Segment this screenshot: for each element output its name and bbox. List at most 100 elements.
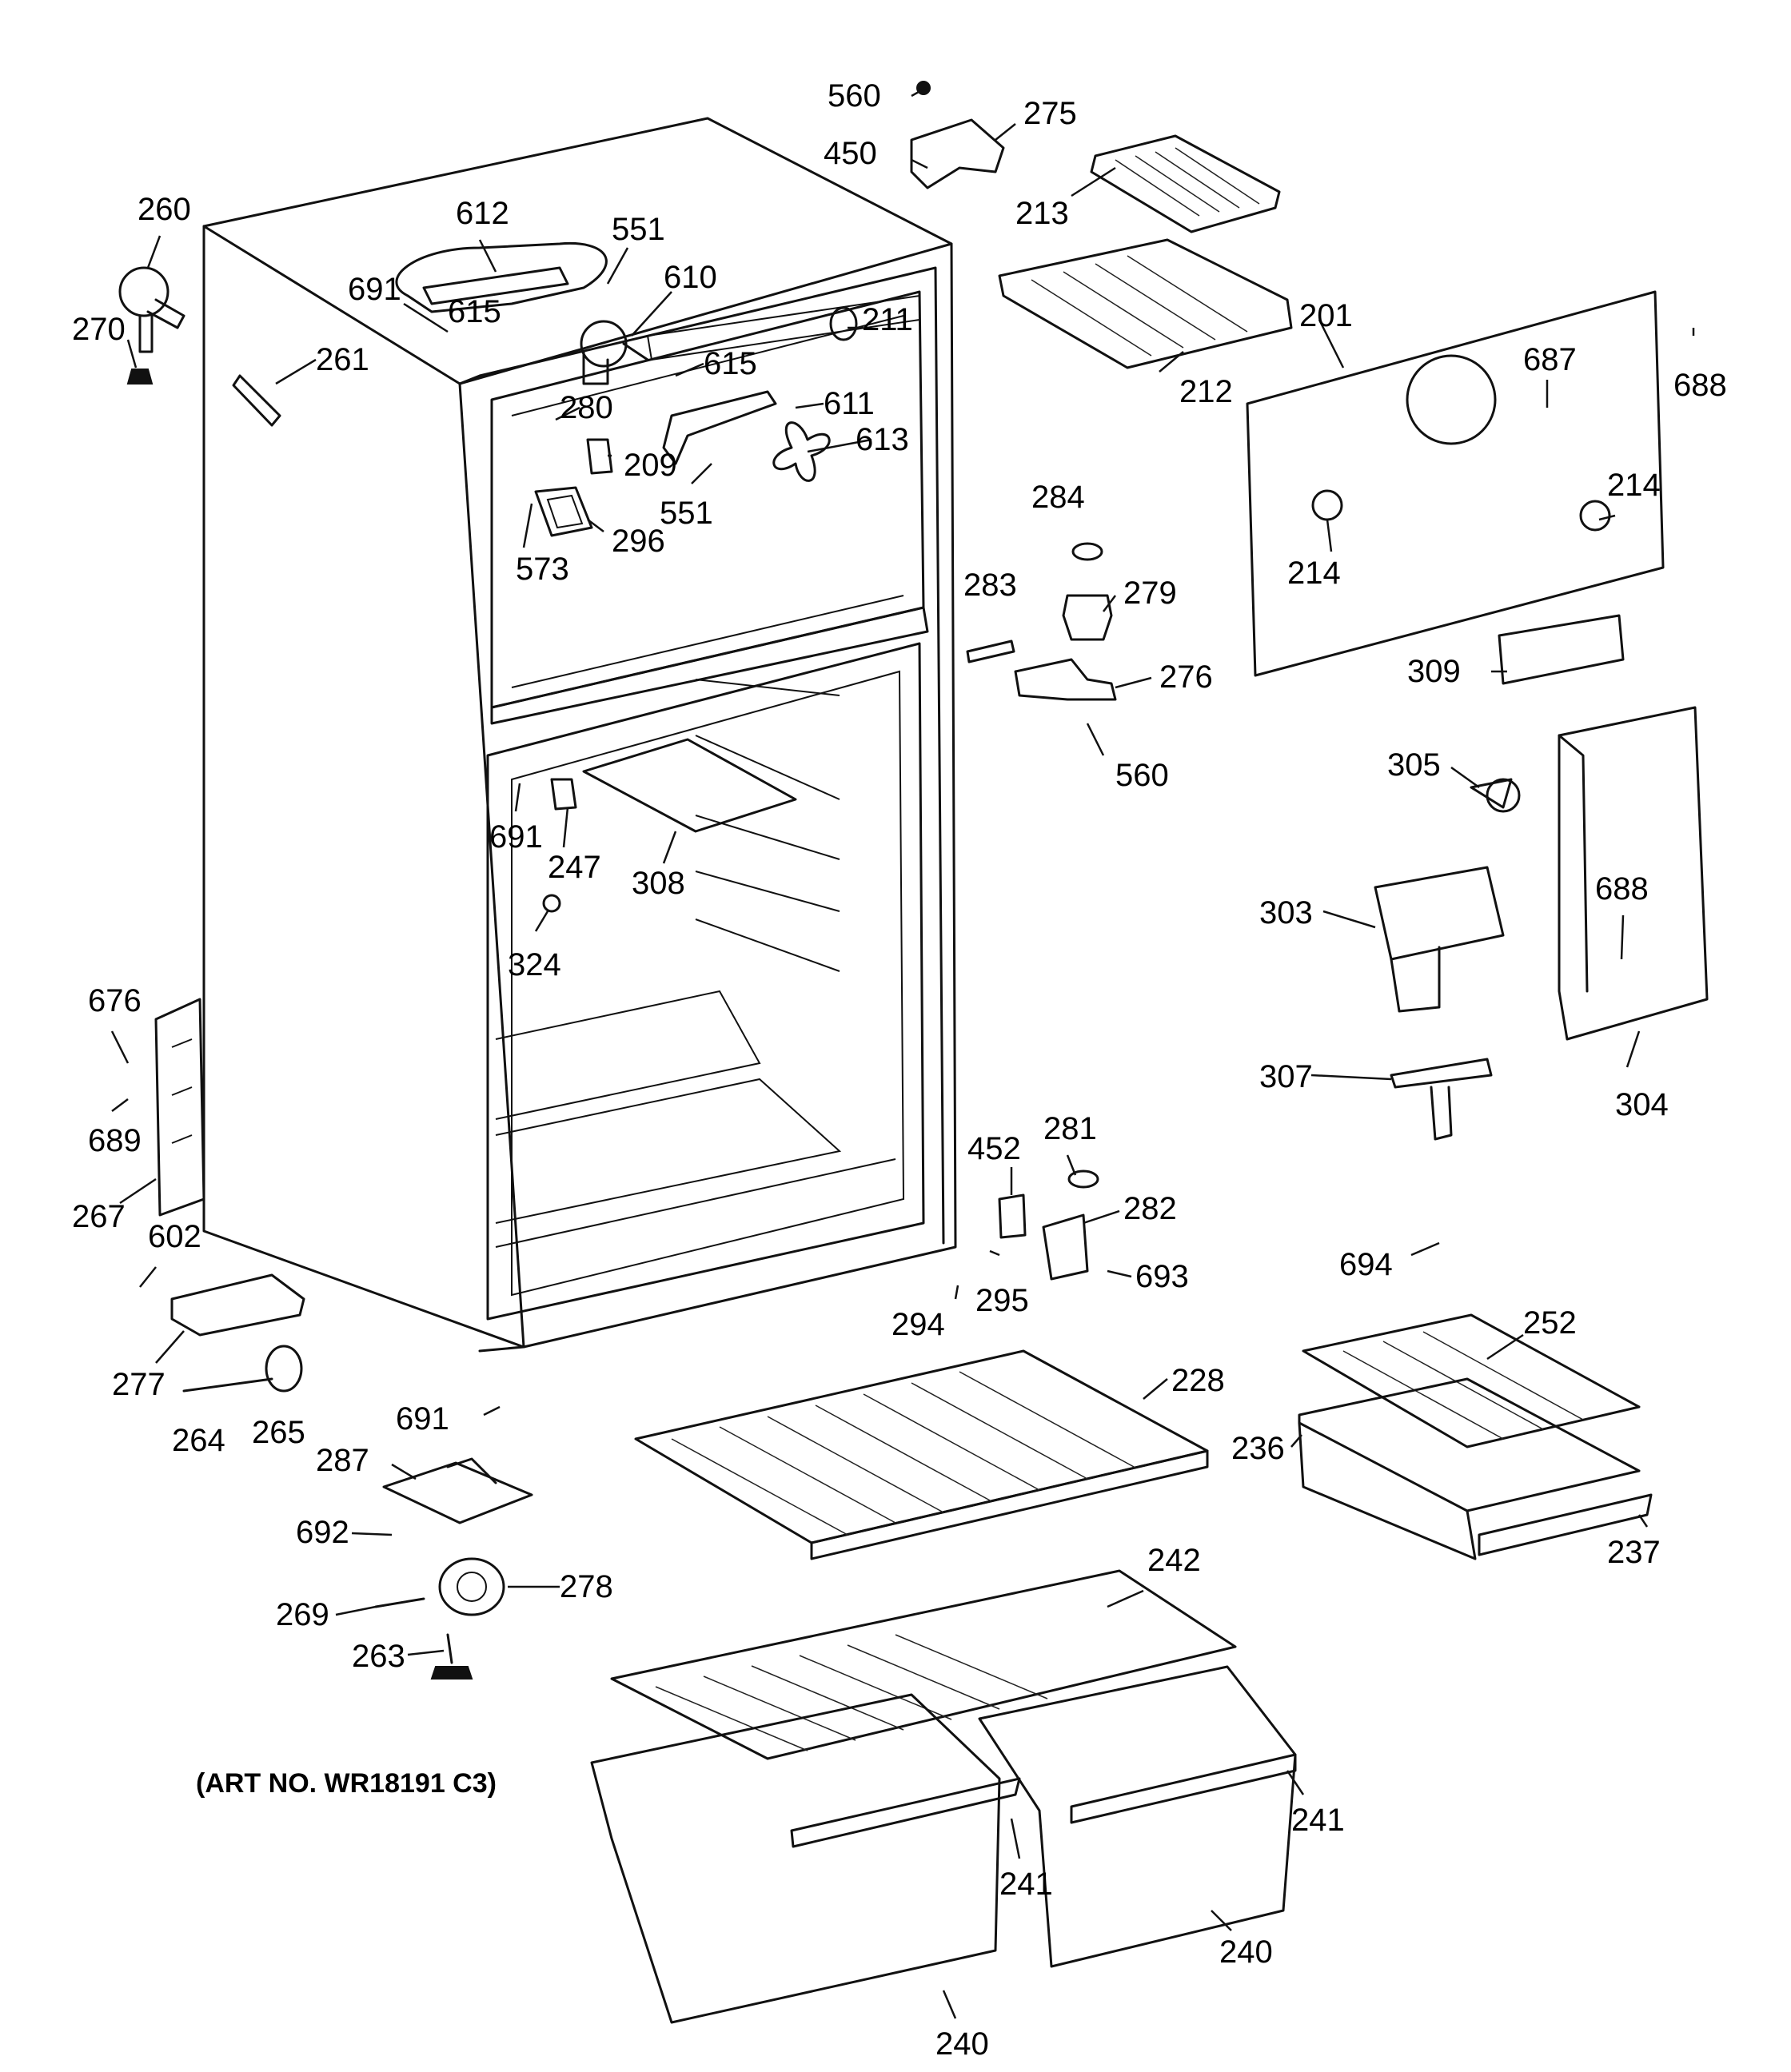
rail-237 xyxy=(1478,1493,1653,1556)
callout-688-top: 688 xyxy=(1673,368,1727,403)
callout-214-right: 214 xyxy=(1607,468,1661,503)
callout-688-mid: 688 xyxy=(1595,871,1649,906)
callout-613: 613 xyxy=(856,422,909,457)
callout-277: 277 xyxy=(112,1367,166,1402)
shelf-212 xyxy=(998,238,1293,369)
ice-tray-213 xyxy=(1090,134,1281,233)
callout-260: 260 xyxy=(138,192,191,227)
axle-264 xyxy=(182,1377,273,1393)
callout-691-mid: 691 xyxy=(489,819,543,855)
callout-694: 694 xyxy=(1339,1247,1393,1282)
hinge-275 xyxy=(910,81,1005,189)
shim-283 xyxy=(966,640,1015,663)
callout-303: 303 xyxy=(1259,895,1313,930)
chute-303 xyxy=(1374,866,1505,1013)
callout-214-left: 214 xyxy=(1287,556,1341,591)
callout-689: 689 xyxy=(88,1123,142,1158)
plug-211 xyxy=(829,306,858,341)
art-number: (ART NO. WR18191 C3) xyxy=(196,1768,497,1799)
callout-241-left: 241 xyxy=(999,1867,1053,1902)
callout-212: 212 xyxy=(1179,374,1233,409)
callout-687: 687 xyxy=(1523,342,1577,377)
callout-275: 275 xyxy=(1023,96,1077,131)
leader-lines xyxy=(110,86,1695,2019)
callout-209: 209 xyxy=(624,448,677,483)
water-valve-260 xyxy=(118,266,185,353)
callout-270: 270 xyxy=(72,312,126,347)
callout-labels: 560 275 450 213 260 612 551 610 691 615 … xyxy=(72,78,1727,2062)
glass-shelf-252 xyxy=(1302,1313,1641,1448)
washer-281 xyxy=(1067,1169,1099,1189)
callout-284: 284 xyxy=(1031,480,1085,515)
callout-242: 242 xyxy=(1147,1543,1201,1578)
nameplate-309 xyxy=(1498,614,1625,685)
callout-615-top: 615 xyxy=(448,294,501,329)
callout-240-right: 240 xyxy=(1219,1935,1273,1970)
callout-324: 324 xyxy=(508,947,561,982)
callout-693: 693 xyxy=(1135,1259,1189,1294)
thermostat-610 xyxy=(580,320,649,385)
dispenser-housing-304 xyxy=(1558,706,1709,1041)
bracket-611 xyxy=(662,390,777,465)
callout-573: 573 xyxy=(516,552,569,587)
hinge-282 xyxy=(1042,1213,1089,1281)
callout-264: 264 xyxy=(172,1423,225,1458)
callout-615-mid: 615 xyxy=(704,346,757,381)
callout-247: 247 xyxy=(548,850,601,885)
washer-284 xyxy=(1071,542,1103,561)
callout-269: 269 xyxy=(276,1597,329,1632)
callout-305: 305 xyxy=(1387,747,1441,783)
callout-283: 283 xyxy=(963,568,1017,603)
crisper-cover-242 xyxy=(610,1569,1237,1760)
wire-shelf-228 xyxy=(634,1349,1209,1560)
callout-236: 236 xyxy=(1231,1431,1285,1466)
dial-305 xyxy=(1470,778,1521,813)
callout-560-top: 560 xyxy=(828,78,881,114)
callout-282: 282 xyxy=(1123,1191,1177,1226)
bushing-279 xyxy=(1062,594,1113,641)
callout-304: 304 xyxy=(1615,1087,1669,1122)
shim-452 xyxy=(998,1193,1027,1239)
pan-236 xyxy=(1298,1377,1641,1560)
roller-265 xyxy=(265,1345,303,1393)
callout-261: 261 xyxy=(316,342,369,377)
callout-560-mid: 560 xyxy=(1115,758,1169,793)
callout-240-left: 240 xyxy=(935,2026,989,2062)
callout-267: 267 xyxy=(72,1199,126,1234)
callout-676: 676 xyxy=(88,983,142,1018)
callout-228: 228 xyxy=(1171,1363,1225,1398)
drip-tray-308 xyxy=(582,738,797,833)
callout-237: 237 xyxy=(1607,1535,1661,1570)
callout-263: 263 xyxy=(352,1639,405,1674)
callout-309: 309 xyxy=(1407,654,1461,689)
callout-281: 281 xyxy=(1043,1111,1097,1146)
callout-610: 610 xyxy=(664,260,717,295)
leveler-263 xyxy=(430,1633,473,1680)
callout-213: 213 xyxy=(1015,196,1069,231)
callout-551-top: 551 xyxy=(612,212,665,247)
callout-692: 692 xyxy=(296,1515,349,1550)
crisper-drawer-right-240 xyxy=(978,1665,1297,1968)
fan-bracket-209 xyxy=(586,438,613,475)
bracket-277 xyxy=(170,1273,305,1337)
fan-613 xyxy=(772,421,831,482)
callout-241-right: 241 xyxy=(1291,1803,1345,1838)
callout-612: 612 xyxy=(456,196,509,231)
callout-265: 265 xyxy=(252,1415,305,1450)
callout-278: 278 xyxy=(560,1569,613,1604)
bracket-287 xyxy=(382,1457,533,1524)
refrigerator-cabinet xyxy=(202,117,957,1353)
callout-280: 280 xyxy=(560,390,613,425)
callout-296: 296 xyxy=(612,524,665,559)
callout-551-mid: 551 xyxy=(660,496,713,531)
light-socket-247 xyxy=(550,778,577,811)
callout-611: 611 xyxy=(824,386,875,421)
callout-211: 211 xyxy=(862,302,913,337)
callout-450: 450 xyxy=(824,136,877,171)
bulb-324 xyxy=(542,894,561,913)
hinge-276 xyxy=(1014,658,1117,701)
callout-201: 201 xyxy=(1299,298,1353,333)
callout-279: 279 xyxy=(1123,576,1177,611)
screw-270 xyxy=(126,369,154,385)
